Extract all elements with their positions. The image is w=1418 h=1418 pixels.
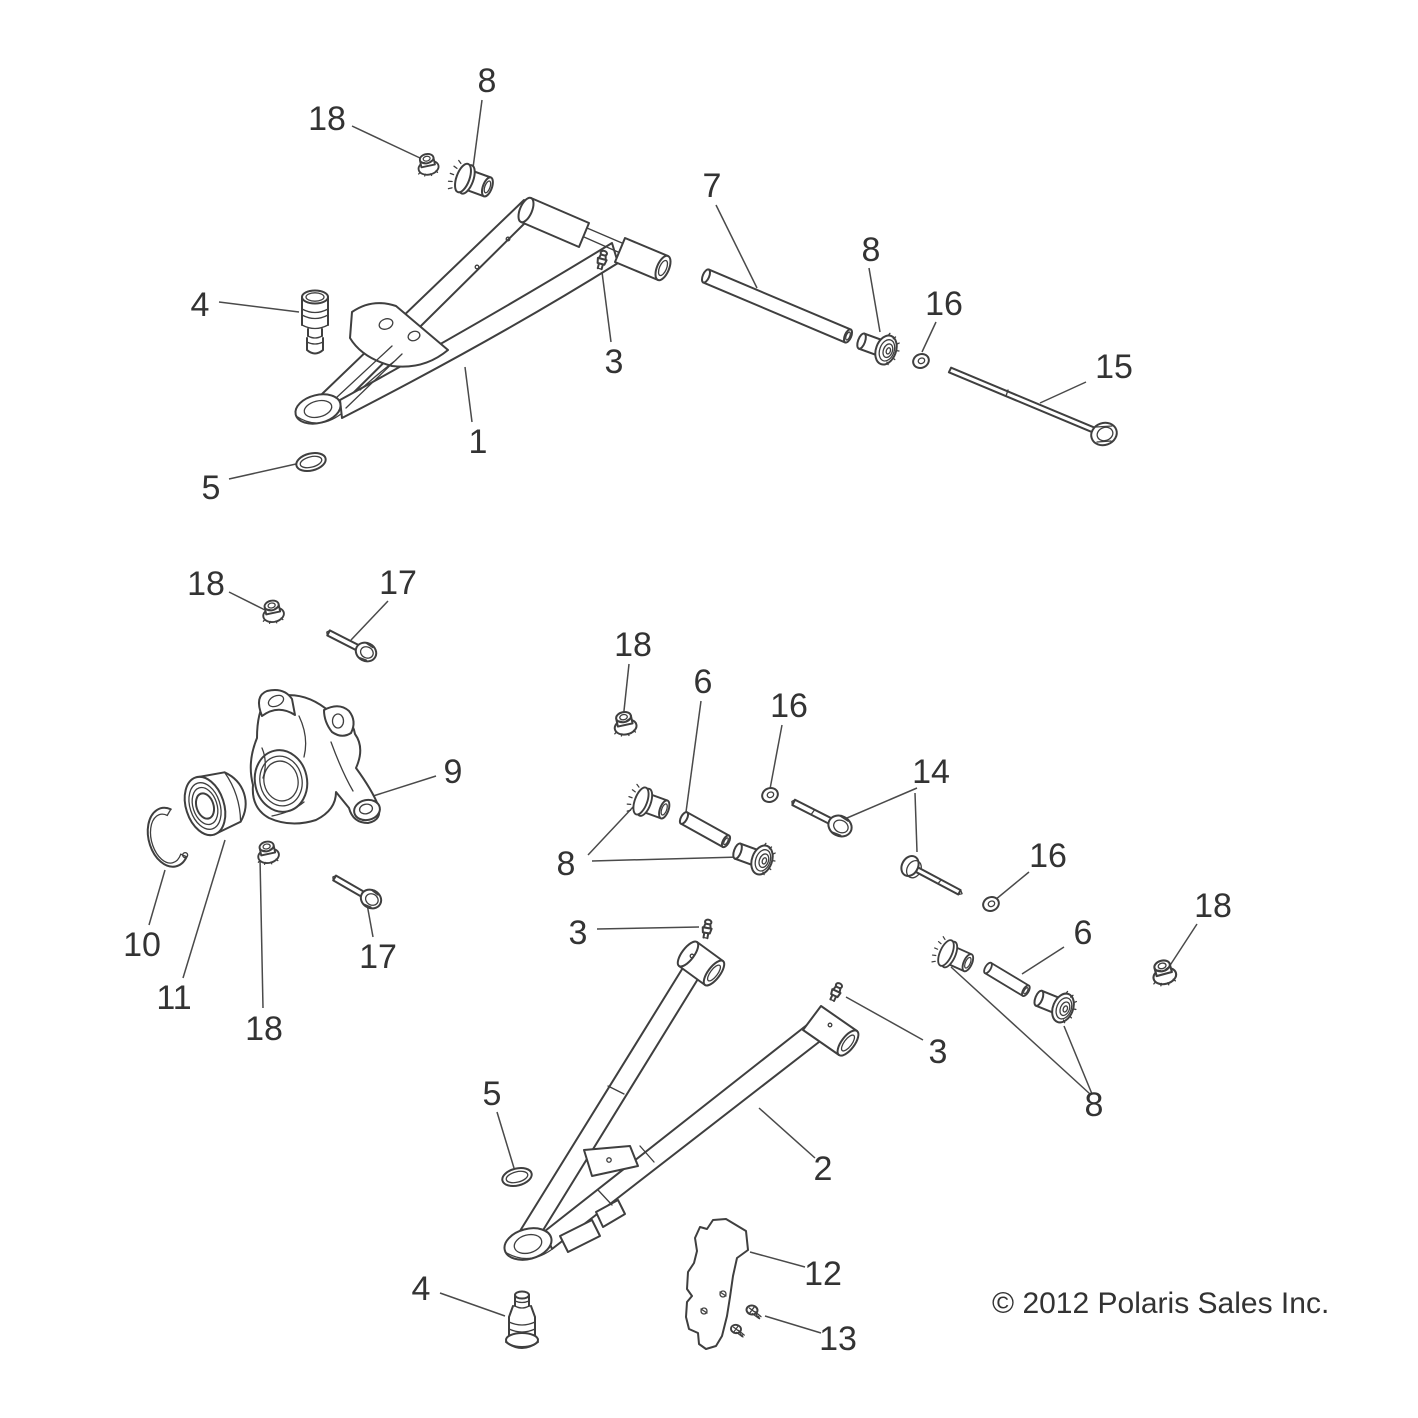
callout-label: 17	[359, 938, 397, 976]
guard-plate	[685, 1218, 749, 1350]
callout-label: 13	[819, 1320, 857, 1358]
callout-label: 7	[703, 167, 722, 205]
flange-nut	[1147, 956, 1180, 990]
lower-control-arm	[503, 940, 860, 1261]
callout-label: 18	[245, 1010, 283, 1048]
callout-label: 3	[929, 1033, 948, 1071]
callout-label: 8	[1085, 1086, 1104, 1124]
callout-label: 16	[1029, 837, 1067, 875]
callout-label: 16	[925, 285, 963, 323]
callout-label: 18	[614, 626, 652, 664]
callout-label: 6	[1074, 914, 1093, 952]
callout-label: 18	[308, 100, 346, 138]
callout-label: 1	[469, 423, 488, 461]
bushing	[728, 832, 781, 880]
callout-labels: 8 18 7 8 16 15 4 3 1 5 18 17 9 10 11 18 …	[123, 62, 1232, 1358]
callout-label: 3	[569, 914, 588, 952]
spacer-tube	[981, 960, 1033, 999]
grease-fitting	[700, 917, 715, 940]
copyright-text: © 2012 Polaris Sales Inc.	[992, 1287, 1329, 1320]
bushing	[444, 158, 498, 204]
grease-fitting	[827, 980, 846, 1004]
callout-label: 5	[202, 469, 221, 507]
bushing	[623, 782, 675, 826]
callout-label: 3	[605, 343, 624, 381]
callout-label: 12	[804, 1255, 842, 1293]
callout-label: 15	[1095, 348, 1133, 386]
pivot-bolt-short	[786, 791, 857, 842]
callout-label: 14	[912, 753, 950, 791]
parts	[146, 151, 1180, 1350]
callout-label: 4	[412, 1270, 431, 1308]
upper-control-arm	[294, 196, 672, 425]
callout-label: 6	[694, 663, 713, 701]
ball-joint-lower	[505, 1290, 539, 1349]
callout-label: 18	[1194, 887, 1232, 925]
flange-nut	[258, 597, 287, 627]
callout-label: 17	[379, 564, 417, 602]
callout-label: 16	[770, 687, 808, 725]
wheel-bearing	[183, 771, 247, 837]
o-ring-lower	[499, 1164, 535, 1190]
screw	[744, 1303, 764, 1320]
spacer-tube	[677, 809, 733, 850]
bushing	[1029, 980, 1082, 1028]
flange-bolt	[321, 623, 381, 666]
callout-label: 8	[862, 231, 881, 269]
steering-knuckle	[249, 689, 381, 825]
washer	[759, 784, 781, 806]
leader-lines	[148, 99, 1198, 1334]
flange-nut	[253, 838, 282, 868]
callout-label: 8	[478, 62, 497, 100]
pivot-bolt-short	[897, 851, 969, 904]
callout-label: 8	[557, 845, 576, 883]
bushing	[852, 322, 905, 370]
snap-ring	[146, 806, 189, 868]
callout-label: 5	[483, 1075, 502, 1113]
washer	[910, 350, 932, 372]
pivot-tube	[700, 268, 854, 344]
bushing	[928, 934, 979, 978]
pivot-bolt	[947, 366, 1118, 447]
callout-label: 2	[814, 1150, 833, 1188]
callout-label: 11	[156, 979, 191, 1017]
screw	[728, 1323, 747, 1339]
flange-nut	[609, 708, 640, 740]
flange-nut	[413, 151, 442, 180]
callout-label: 4	[191, 286, 210, 324]
ball-joint-upper	[301, 289, 329, 355]
callout-label: 9	[444, 753, 463, 791]
o-ring-upper	[293, 449, 329, 475]
flange-bolt	[327, 868, 386, 914]
callout-label: 10	[123, 926, 161, 964]
callout-label: 18	[187, 565, 225, 603]
